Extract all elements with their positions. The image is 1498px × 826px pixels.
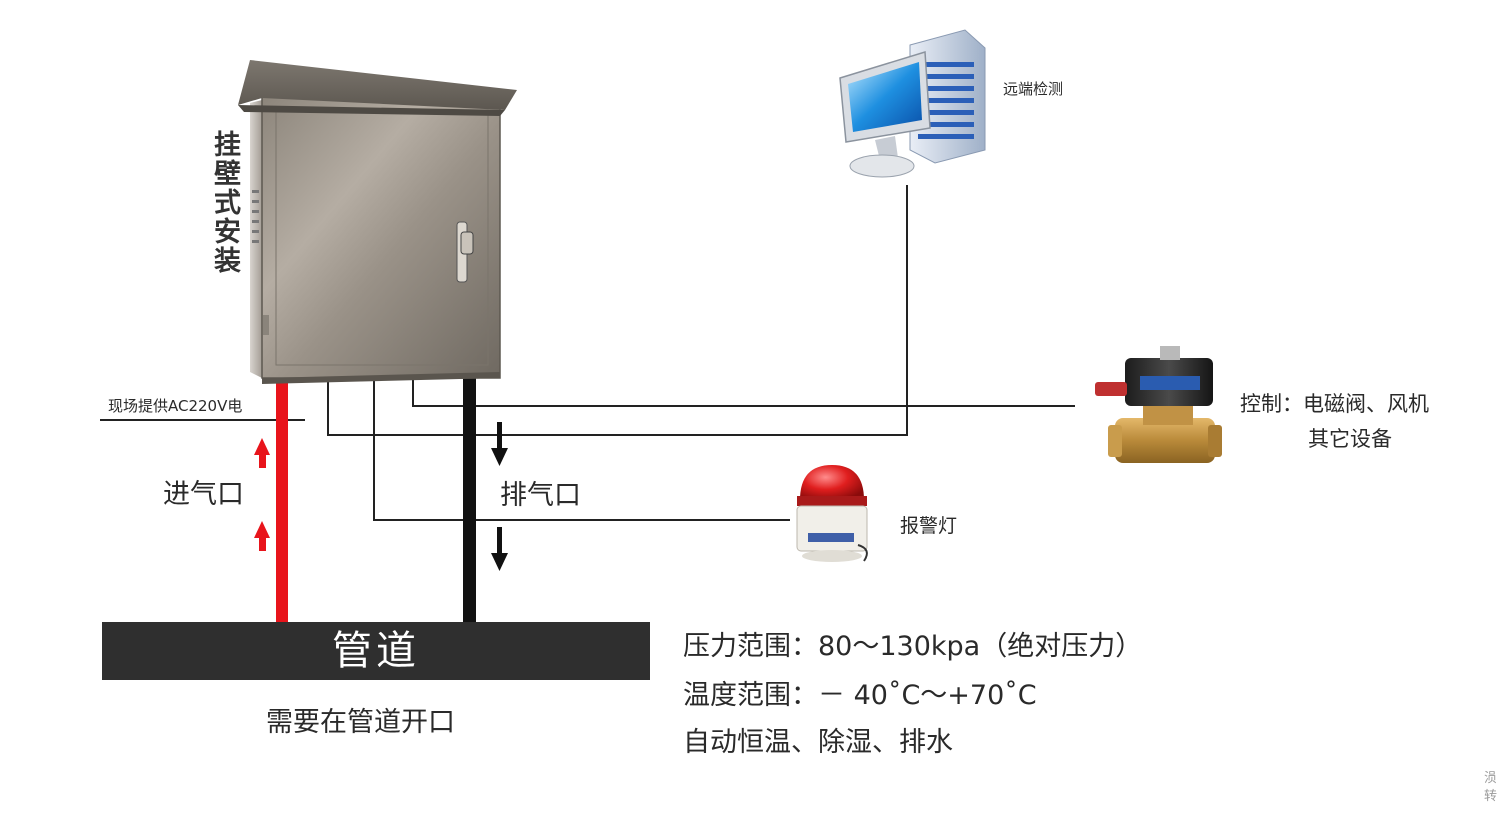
solenoid-valve-icon [1095,346,1222,463]
pipe-bar: 管道 [102,622,650,680]
remote-label: 远端检测 [1003,80,1064,98]
control-line [412,370,1075,407]
outlet-label: 排气口 [500,480,581,511]
spec-pressure: 压力范围：80～130kpa（绝对压力） [683,631,1143,662]
spec-features: 自动恒温、除湿、排水 [683,727,953,758]
spec-temperature: 温度范围：－ 40˚C～+70˚C [683,680,1037,711]
signal-lines [100,185,1075,521]
alarm-light-icon [796,465,868,562]
inlet-label: 进气口 [163,479,244,510]
alarm-label: 报警灯 [900,515,958,537]
mounting-label: 挂壁式安装 [209,130,240,275]
remote-line [327,185,908,436]
control-label-line1: 控制：电磁阀、风机 [1240,392,1429,416]
wall-cabinet-icon [238,60,517,384]
watermark: 涢转 [1484,771,1498,804]
inlet-pipe [276,372,288,624]
inlet-arrow-icon [254,438,270,551]
outlet-arrow-icon [491,422,508,571]
control-label-line2: 其它设备 [1308,427,1392,451]
alarm-line [373,370,790,521]
pipe-note: 需要在管道开口 [266,707,455,738]
power-label: 现场提供AC220V电 [108,397,243,415]
outlet-pipe [463,365,476,624]
computer-icon [839,29,986,178]
